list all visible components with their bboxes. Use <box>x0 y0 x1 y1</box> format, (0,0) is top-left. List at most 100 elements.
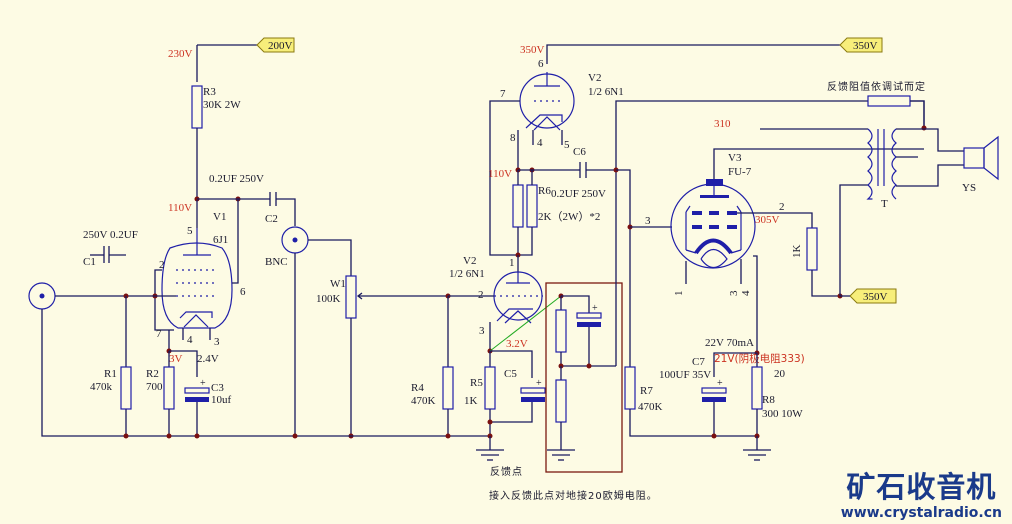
voltage-label: 110V <box>168 202 192 214</box>
pin-label: 4 <box>187 334 193 346</box>
r3-value: 30K 2W <box>203 99 241 111</box>
c2-value: 0.2UF 250V <box>209 173 264 185</box>
c3-ref: C3 <box>211 382 224 394</box>
svg-text:+: + <box>592 303 598 314</box>
wire <box>616 169 631 367</box>
voltage-label: 305V <box>755 214 780 226</box>
cathode-voltage-note: 21V(阴极电阻333) <box>714 352 805 365</box>
voltage-label: 3.2V <box>506 338 528 350</box>
v1-ref: V1 <box>213 211 226 223</box>
wire <box>918 164 964 187</box>
capacitor-c7: + <box>701 378 727 402</box>
pin-label: 7 <box>500 88 506 100</box>
v1-type: 6J1 <box>213 234 228 246</box>
watermark-logo: 矿石收音机 www.crystalradio.cn <box>841 470 1002 522</box>
resistor-feedback-b <box>555 379 567 423</box>
pin-label: 4 <box>740 290 752 296</box>
voltage-label: 350V <box>520 44 545 56</box>
c2-ref: C2 <box>265 213 278 225</box>
v3-stage: 3 R7 470K 310 V3 FU-7 <box>613 118 924 461</box>
bnc-connector[interactable] <box>281 226 309 254</box>
resistor-screen-1k <box>806 227 818 271</box>
pin-label: 6 <box>240 286 246 298</box>
r5-value: 1K <box>464 395 478 407</box>
resistor-r4 <box>442 366 454 410</box>
potentiometer-w1[interactable] <box>345 275 357 319</box>
svg-text:+: + <box>717 378 723 389</box>
r8-value: 300 10W <box>762 408 803 420</box>
junction <box>123 433 129 439</box>
r5-ref: R5 <box>470 377 483 389</box>
pin-label: 3 <box>479 325 485 337</box>
r2-value: 700 <box>146 381 163 393</box>
pin-label: 8 <box>510 132 516 144</box>
screen-resistor-value: 1K <box>791 245 803 259</box>
resistor-r3 <box>191 85 203 129</box>
c6-value: 0.2UF 250V <box>551 188 606 200</box>
flag-label: 350V <box>853 40 878 52</box>
wire <box>713 352 757 377</box>
v2a-ref: V2 <box>588 72 601 84</box>
v2b-ref: V2 <box>463 255 476 267</box>
voltage-label: 2.4V <box>197 353 219 365</box>
junction <box>921 125 927 131</box>
wire <box>753 255 758 353</box>
w1-value: 100K <box>316 293 341 305</box>
resistor-feedback-a <box>555 309 567 353</box>
w1-ref: W1 <box>330 278 346 290</box>
transformer-t <box>760 128 918 200</box>
r6-value: 2K（2W）*2 <box>538 210 600 223</box>
speaker-ref: YS <box>962 182 976 194</box>
c6-ref: C6 <box>573 146 586 158</box>
c5-ref: C5 <box>504 368 517 380</box>
v2-stage: 350V 350V 6 7 8 4 5 V2 1/2 6N1 110V <box>411 37 925 502</box>
junction <box>166 433 172 439</box>
resistor-r2 <box>163 366 175 410</box>
r1-value: 470k <box>90 381 113 393</box>
output-section: 反馈阻值依调试而定 T YS <box>760 80 999 210</box>
resistor-r1 <box>120 366 132 410</box>
c7-note: 22V 70mA <box>705 337 754 349</box>
wire <box>490 402 533 423</box>
resistor-r8 <box>751 366 763 410</box>
junction <box>487 419 493 425</box>
c3-value: 10uf <box>211 394 232 406</box>
voltage-label: 110V <box>488 168 512 180</box>
feedback-resistor-note: 反馈阻值依调试而定 <box>827 80 926 93</box>
ground-wire <box>41 309 300 437</box>
voltage-label: 230V <box>168 48 193 60</box>
pin-label: 2 <box>159 259 165 271</box>
svg-text:+: + <box>536 378 542 389</box>
flag-label: 350V <box>863 291 888 303</box>
wire <box>910 100 925 126</box>
junction <box>194 433 200 439</box>
capacitor-c5: + <box>520 378 546 402</box>
input-jack[interactable] <box>28 282 56 310</box>
feedback-instruction: 接入反馈此点对地接20欧姆电阻。 <box>489 489 658 502</box>
wire <box>154 269 174 331</box>
v1-stage: 200V 230V R3 30K 2W 110V 0.2UF 250V C2 <box>28 37 300 439</box>
r4-ref: R4 <box>411 382 424 394</box>
wire <box>561 295 590 313</box>
ground-icon <box>743 436 771 461</box>
junction <box>586 363 592 369</box>
pin-label: 5 <box>187 225 193 237</box>
feedback-network-box <box>545 282 623 473</box>
resistor-r6b <box>526 184 538 228</box>
pin-label: 1 <box>673 291 685 297</box>
wire <box>232 199 239 284</box>
supply-flag-350v-top: 350V <box>839 37 883 53</box>
capacitor-c3: + <box>184 378 210 402</box>
wire <box>839 184 868 296</box>
pin-label: 3 <box>645 215 651 227</box>
feedback-link <box>489 295 562 352</box>
feedback-point-label: 反馈点 <box>490 465 523 478</box>
bnc-volume-section: BNC W1 100K <box>265 226 492 439</box>
junction <box>711 433 717 439</box>
r3-ref: R3 <box>203 86 216 98</box>
resistor-r7 <box>624 366 636 410</box>
v2b-type: 1/2 6N1 <box>449 268 485 280</box>
wire <box>276 198 296 226</box>
pin-label: 7 <box>156 328 162 340</box>
